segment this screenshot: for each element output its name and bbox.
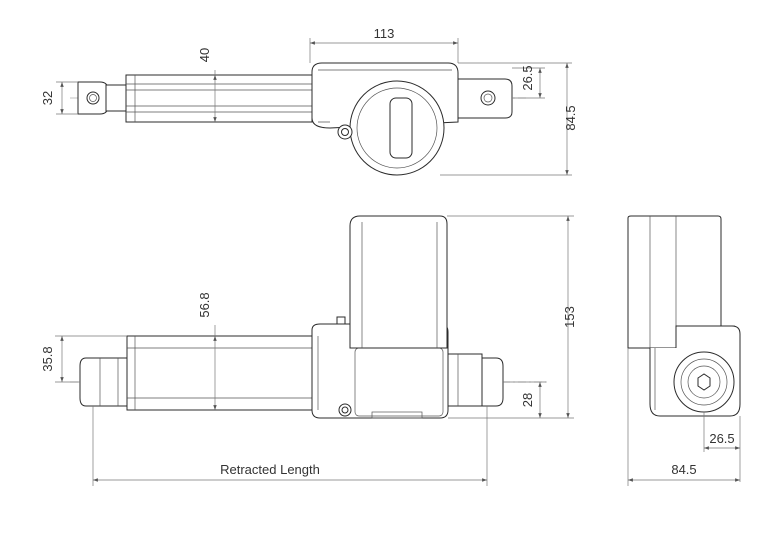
dim-26-5-top-label: 26.5: [520, 65, 535, 90]
top-front-clevis: [457, 78, 513, 119]
front-front-rod: [447, 353, 483, 407]
dim-26-5-side-label: 26.5: [709, 431, 734, 446]
dim-28-label: 28: [520, 393, 535, 407]
front-motor: [349, 215, 448, 349]
top-rod: [105, 84, 127, 112]
dim-56-8-label: 56.8: [197, 292, 212, 317]
dim-113-label: 113: [374, 26, 395, 41]
front-tube: [126, 335, 313, 411]
retracted-length-label: Retracted Length: [220, 462, 320, 477]
top-tube: [125, 74, 313, 123]
top-rear-clevis: [77, 81, 109, 115]
dim-84-5-side-label: 84.5: [671, 462, 696, 477]
front-view: 56.8 35.8 153 28 Retracted Length: [40, 215, 577, 486]
side-rod-end: [673, 351, 735, 413]
front-rear-rod: [79, 357, 128, 407]
dim-84-5-top-label: 84.5: [563, 105, 578, 130]
dim-35-8-label: 35.8: [40, 346, 55, 371]
top-view: 113 40 32 26.5 84.5: [40, 26, 578, 176]
side-motor: [627, 215, 722, 349]
dim-153-label: 153: [562, 306, 577, 328]
dim-32-label: 32: [40, 91, 55, 105]
side-view: 26.5 84.5: [627, 215, 741, 486]
dim-40-label: 40: [197, 48, 212, 62]
